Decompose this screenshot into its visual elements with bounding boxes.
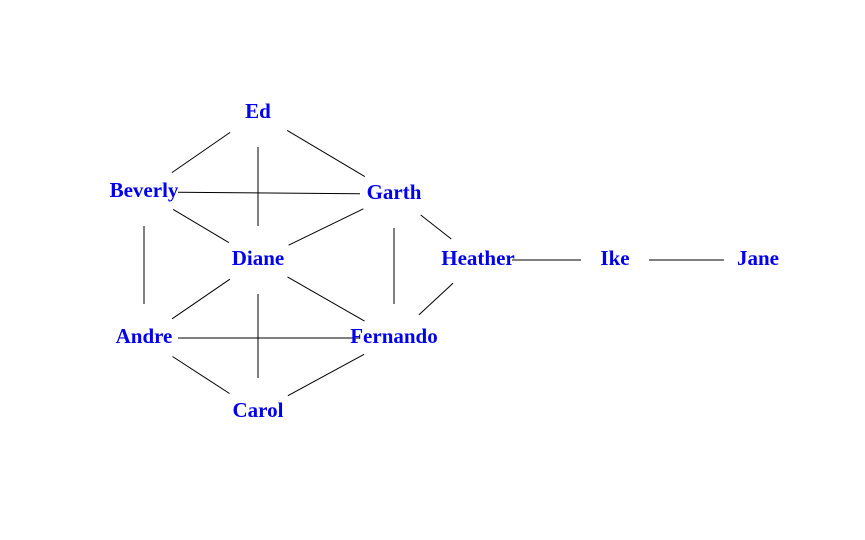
edge-beverly-diane bbox=[172, 208, 230, 244]
edge-diane-fernando bbox=[287, 276, 365, 322]
node-fernando: Fernando bbox=[350, 324, 438, 348]
node-beverly: Beverly bbox=[110, 178, 179, 202]
edge-ed-garth bbox=[286, 129, 366, 178]
edges-layer bbox=[143, 129, 724, 397]
node-carol: Carol bbox=[233, 398, 284, 422]
node-garth: Garth bbox=[367, 180, 422, 204]
edge-fernando-carol bbox=[287, 353, 365, 397]
nodes-layer: Ed Beverly Garth Diane Heather Ike Jane … bbox=[110, 99, 779, 422]
node-heather: Heather bbox=[441, 246, 514, 270]
edge-beverly-garth bbox=[177, 191, 361, 195]
edge-fernando-heather bbox=[418, 282, 454, 316]
edge-andre-carol bbox=[172, 356, 230, 394]
node-ed: Ed bbox=[245, 99, 271, 123]
node-ike: Ike bbox=[600, 246, 629, 270]
node-jane: Jane bbox=[737, 246, 779, 270]
node-andre: Andre bbox=[116, 324, 173, 348]
edge-ed-beverly bbox=[171, 131, 231, 174]
edge-garth-diane bbox=[288, 208, 364, 246]
edge-diane-andre bbox=[171, 278, 231, 320]
edge-garth-heather bbox=[420, 214, 452, 240]
node-diane: Diane bbox=[232, 246, 285, 270]
